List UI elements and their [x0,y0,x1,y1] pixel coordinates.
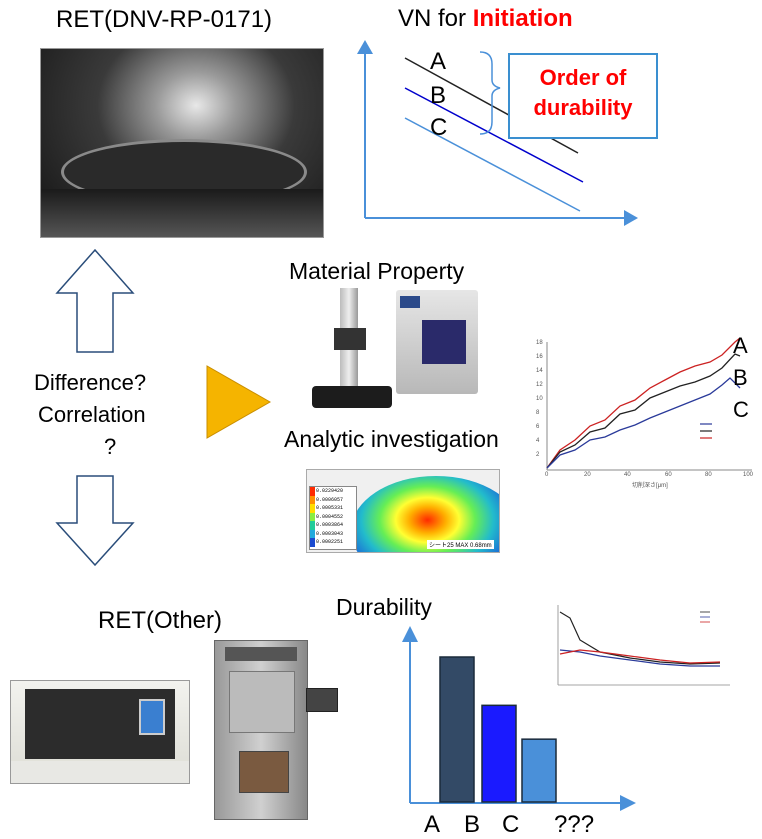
order-box-line2: durability [533,95,633,120]
vn-label-a: A [430,48,447,75]
vn-title: VN for Initiation [398,5,573,33]
inset-series-1 [559,611,721,665]
right-plot-label-b: B [733,365,748,390]
fem-legend-value: 0.0229420 [310,487,356,496]
right-plot-y-tick: 6 [536,424,540,430]
cabinet-panel [239,751,289,793]
dur-x-arrowhead [620,795,636,811]
right-plot-frame [528,330,760,488]
inset-plot [548,598,738,693]
machine-base [11,761,189,783]
ret-other-title: RET(Other) [98,607,223,634]
fem-legend-value: 0.0006057 [310,495,356,504]
durability-title: Durability [336,594,432,620]
ret-other-photo-1 [10,680,190,784]
impact-tester-logo [400,296,420,308]
up-arrow [55,248,135,353]
right-plot-y-tick: 16 [536,354,543,360]
vn-y-arrowhead [357,40,373,54]
ret-dnv-photo [40,48,324,238]
ret-other-photo-2 [214,640,308,820]
right-plot-x-tick: 60 [665,472,672,478]
durability-bar-b [481,704,517,803]
order-of-durability-box: Order of durability [508,53,658,139]
vn-label-c: C [430,114,448,141]
vn-brace [479,51,501,135]
bar-label-c: C [502,811,520,838]
ret-dnv-title: RET(DNV-RP-0171) [56,6,273,33]
right-plot-y-tick: 12 [536,382,543,388]
fem-simulation-image: 0.0229420 0.0006057 0.0005331 0.0004552 … [306,469,500,553]
right-plot-y-tick: 18 [536,340,543,346]
bar-label-unknown: ??? [554,811,595,838]
cabinet-monitor [306,688,338,712]
cabinet-door [229,671,295,733]
right-plot-series-a [546,337,741,469]
durability-bar-c [521,738,557,803]
orange-triangle [206,365,272,439]
impact-tester-window [422,320,466,364]
right-plot [528,330,760,488]
dur-y-arrowhead [402,626,418,642]
right-plot-y-tick: 14 [536,368,543,374]
photo-floor [41,189,323,237]
right-plot-y-tick: 2 [536,452,540,458]
fem-legend-value: 0.0003864 [310,521,356,530]
right-plot-label-a: A [733,333,748,358]
vn-chart-axes [357,40,638,226]
down-arrow [55,475,135,567]
inset-series-2 [559,649,720,667]
vn-line-b [404,87,584,183]
fem-legend-value: 0.0005331 [310,504,356,513]
vn-label-b: B [430,82,447,109]
tester-base [312,386,392,408]
impact-tester-image [396,290,478,394]
right-plot-x-tick: 100 [743,472,754,478]
right-plot-xlabel: 切削深さ[μm] [632,483,668,489]
durability-bar-a [439,656,475,803]
durability-axes [402,626,636,811]
inset-plot-frame [548,598,738,693]
difference-label: Difference? [34,370,147,395]
vn-line-c [404,117,581,212]
durability-bars [439,656,557,803]
order-box-line1: Order of [539,65,627,90]
right-plot-series-b [546,353,741,469]
vn-title-highlight: Initiation [472,5,573,32]
right-plot-legend [700,423,712,439]
fem-legend-value: 0.0004552 [310,512,356,521]
vn-x-arrowhead [624,210,638,226]
right-plot-y-ticks: 18 16 14 12 10 8 6 4 2 [536,336,543,462]
right-plot-x-tick: 80 [705,472,712,478]
fem-bottom-text: シート25 MAX 0.68mm [427,540,494,549]
inset-series-3 [559,649,721,664]
analytic-investigation-title: Analytic investigation [284,426,499,452]
right-plot-y-tick: 8 [536,410,540,416]
question-mark-label: ? [104,434,117,459]
right-plot-label-c: C [733,397,749,422]
tensile-tester-image [312,288,392,410]
fem-legend-value: 0.0002251 [310,538,356,547]
bar-label-a: A [424,811,441,838]
bar-label-b: B [464,811,481,838]
machine-screen [139,699,165,735]
tester-head [334,328,366,350]
right-plot-x-tick: 40 [624,472,631,478]
vn-title-prefix: VN for [398,5,473,32]
right-plot-y-tick: 4 [536,438,540,444]
fem-legend: 0.0229420 0.0006057 0.0005331 0.0004552 … [309,486,357,550]
right-plot-y-tick: 10 [536,396,543,402]
right-plot-x-tick: 0 [545,472,549,478]
fem-legend-value: 0.0003043 [310,529,356,538]
material-property-title: Material Property [289,258,465,284]
right-plot-x-tick: 20 [584,472,591,478]
cabinet-label [225,647,297,661]
correlation-label: Correlation [38,402,146,427]
right-plot-series-c [546,377,741,469]
